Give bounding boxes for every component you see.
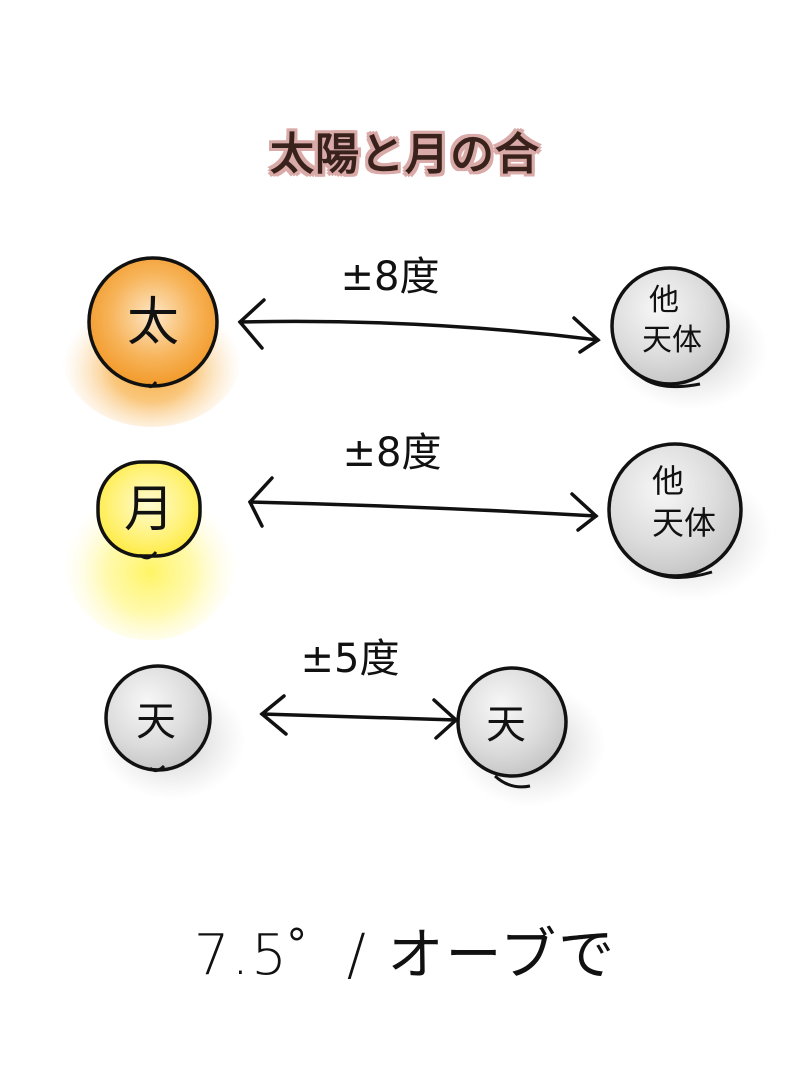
- moon-label: 月: [124, 480, 174, 538]
- other-body-label-1-row-1: 他: [649, 283, 679, 318]
- moon-stroke-tail: [139, 551, 158, 560]
- footer-note: 7.5゜/ オーブで: [193, 923, 617, 988]
- other-body-label-1-row-2: 他: [652, 462, 684, 500]
- orb-label-row-3: ±5度: [301, 636, 400, 682]
- right-body-label-row-3: 天: [486, 702, 526, 748]
- sun-label: 太: [127, 293, 179, 353]
- other-body-circle-row-1: [610, 266, 730, 386]
- left-body-label-row-3: 天: [136, 699, 176, 745]
- other-body-label-2-row-1: 天体: [642, 323, 702, 358]
- page-title: 太陽と月の合: [270, 129, 540, 180]
- right-body-circle-row-3: [456, 666, 568, 778]
- row-2: 月 ±8度 他 天体: [62, 430, 772, 640]
- planet-stroke-row-1: [639, 374, 701, 389]
- arrow-row-2: [247, 476, 599, 532]
- orb-label-row-1: ±8度: [341, 254, 440, 300]
- arrow-row-1: [237, 298, 601, 354]
- left-body-stroke-row-3: [148, 764, 166, 773]
- right-body-stroke-row-3: [493, 774, 531, 789]
- row-3: 天 ±5度 天: [98, 636, 606, 807]
- planet-stroke-row-2: [647, 568, 713, 580]
- row-1: 太 ±8度 他 天体: [62, 254, 768, 427]
- other-body-label-2-row-2: 天体: [652, 504, 716, 542]
- orb-label-row-2: ±8度: [343, 430, 442, 476]
- sun-stroke-tail: [146, 381, 158, 389]
- arrow-row-3: [259, 694, 459, 740]
